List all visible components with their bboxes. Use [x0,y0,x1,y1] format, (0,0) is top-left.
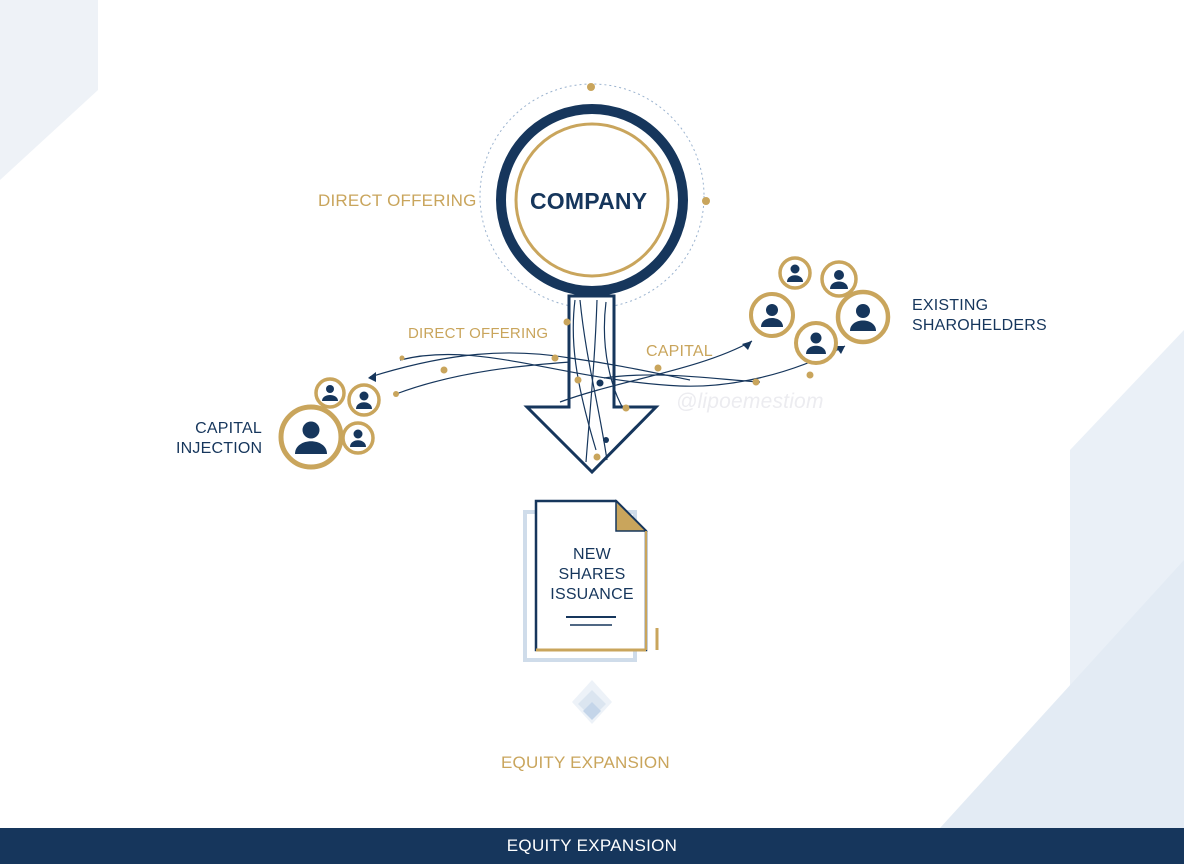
flow-dots [393,318,814,461]
document-line3: ISSUANCE [550,586,634,603]
company-label: COMPANY [530,188,648,214]
document-icon [523,499,659,662]
person-icon [778,256,812,290]
arrow-down-icon [523,294,660,475]
direct-offering-label: DIRECT OFFERING [318,191,477,210]
person-icon [820,260,858,298]
diamond-icon [572,680,612,724]
person-icon [314,377,346,409]
person-icon [278,404,344,470]
person-icon [749,292,795,338]
person-icon [794,321,838,365]
capital-injection-line2: INJECTION [176,440,263,457]
existing-shareholders-label: EXISTING SHAROHELDERS [912,296,1047,336]
capital-flow-label: CAPITAL [646,343,713,360]
corner-decoration-top-left [0,0,98,180]
person-icon [341,421,375,455]
document-line2: SHARES [558,566,626,583]
person-icon [347,383,381,417]
footer-bar: EQUITY EXPANSION [0,828,1184,864]
direct-offering-flow-label: DIRECT OFFERING [408,325,549,342]
document-line1: NEW [573,546,611,563]
new-shares-issuance-label: NEW SHARES ISSUANCE [545,545,639,605]
existing-shareholders-line2: SHAROHELDERS [912,317,1047,334]
capital-flow-left [369,352,691,395]
existing-shareholders-line1: EXISTING [912,297,989,314]
person-icon [835,289,891,345]
watermark-text: @lipoemestiom [676,390,824,413]
capital-injection-cluster [278,377,381,470]
existing-shareholders-cluster [749,256,891,365]
capital-injection-line1: CAPITAL [195,420,262,437]
equity-expansion-label: EQUITY EXPANSION [501,753,670,772]
capital-injection-label: CAPITAL INJECTION [176,419,262,459]
